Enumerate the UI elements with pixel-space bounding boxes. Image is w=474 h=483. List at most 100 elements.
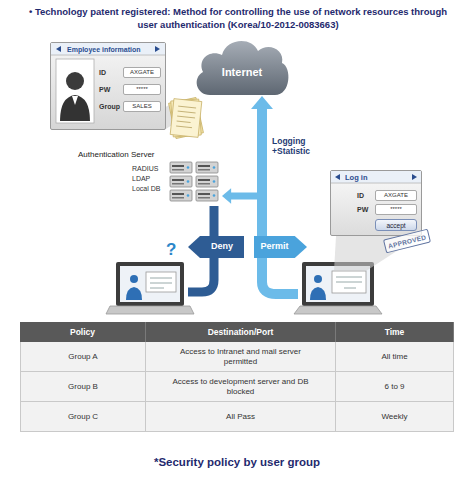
field-value: *****	[375, 204, 417, 215]
drawing-part	[188, 236, 244, 258]
form-field: ID AXGATE	[99, 67, 163, 79]
table-header: Time	[385, 327, 405, 337]
drawing-part	[155, 46, 160, 52]
drawing-part	[106, 306, 194, 314]
drawing-part	[213, 194, 216, 197]
flow-arrow	[222, 188, 262, 236]
deny-flow	[188, 258, 214, 292]
flow-line	[228, 196, 262, 236]
table-header-cell: Destination/Port	[146, 322, 336, 342]
drawing-part	[254, 236, 307, 258]
table-cell-text: All time	[381, 352, 407, 362]
field-value: AXGATE	[375, 190, 417, 201]
table-cell-text: Weekly	[381, 412, 407, 422]
drawing-part	[171, 99, 201, 137]
drawing-part	[150, 278, 172, 288]
table-cell: Access to Intranet and mail server permi…	[146, 342, 336, 372]
field-label: ID	[99, 68, 106, 77]
table-header: Policy	[70, 327, 95, 337]
drawing-part	[213, 180, 216, 183]
drawing-part	[130, 275, 138, 283]
table-header-cell: Policy	[20, 322, 146, 342]
table-cell: All time	[336, 342, 454, 372]
table-cell-text: Group C	[68, 412, 98, 422]
cloud-shape: Internet	[192, 32, 292, 96]
deny-label: Deny	[200, 241, 244, 252]
document-stack	[169, 97, 204, 138]
table-cell-text: Access to Intranet and mail server permi…	[166, 347, 316, 367]
info-card: Employee informationID AXGATE PW ***** Group…	[50, 42, 166, 130]
permit-flow	[262, 258, 298, 294]
drawing-part	[332, 271, 366, 293]
drawing-part	[51, 55, 165, 56]
table-cell: All Pass	[146, 402, 336, 432]
permit-arrow: Permit	[254, 236, 307, 258]
card-header: Employee information	[67, 45, 141, 54]
table-cell: Group C	[20, 402, 146, 432]
table-cell-text: All Pass	[226, 412, 255, 422]
table-cell: Group B	[20, 372, 146, 402]
server-title: Authentication Server	[78, 150, 155, 160]
table-cell-text: Group B	[68, 382, 98, 392]
drawing-part	[51, 43, 165, 55]
table-cell: Weekly	[336, 402, 454, 432]
drawing-part	[331, 171, 421, 183]
drawing-part	[198, 169, 210, 171]
drawing-part	[198, 197, 210, 199]
drawing-part	[336, 277, 362, 288]
drawing-part	[169, 97, 204, 138]
drawing-part	[116, 262, 184, 306]
drawing-part	[170, 162, 192, 173]
server-type: RADIUS	[132, 164, 158, 173]
table-cell: Group A	[20, 342, 146, 372]
deny-arrow: Deny	[188, 236, 244, 258]
drawing-part	[335, 174, 340, 180]
table-cell-text: 6 to 9	[384, 382, 404, 392]
question-mark: ?	[166, 240, 176, 260]
drawing-part	[72, 96, 78, 105]
server-type: LDAP	[132, 174, 150, 183]
server-type: Local DB	[132, 184, 160, 193]
drawing-part	[66, 72, 84, 90]
drawing-part	[213, 166, 216, 169]
table-cell-text: Access to development server and DB bloc…	[166, 377, 316, 397]
drawing-part	[187, 180, 190, 183]
table-cell: 6 to 9	[336, 372, 454, 402]
drawing-part	[126, 287, 142, 300]
drawing-part	[196, 190, 218, 201]
drawing-part	[170, 190, 192, 201]
permit-label: Permit	[254, 241, 295, 252]
flow-line	[210, 206, 219, 236]
server-group: Authentication ServerRADIUSLDAPLocal DB	[76, 148, 222, 206]
drawing-part	[172, 197, 184, 199]
drawing-part	[198, 165, 210, 167]
field-label: PW	[99, 85, 110, 94]
form-field: GroupSALES	[99, 101, 163, 113]
policy-table: Policy Destination/Port TimeGroup A Access …	[20, 322, 454, 432]
field-value: *****	[123, 84, 161, 95]
drawing-part	[56, 59, 94, 123]
title: • Technology patent registered: Method f…	[22, 5, 454, 31]
drawing-part	[187, 194, 190, 197]
drawing-part	[56, 46, 61, 52]
form-field: IDAXGATE	[357, 190, 419, 202]
login-window: Log inIDAXGATEPW*****accept	[330, 170, 422, 236]
drawing-part	[306, 266, 370, 302]
drawing-part	[146, 272, 176, 292]
arrow-head	[222, 188, 231, 203]
button: accept	[375, 219, 417, 231]
field-value: AXGATE	[123, 67, 161, 78]
drawing-part	[172, 179, 184, 181]
cloud-outline	[192, 32, 292, 96]
button-label: accept	[376, 221, 416, 230]
drawing-part	[172, 165, 184, 167]
field-value: SALES	[123, 101, 161, 112]
table-cell-text: Group A	[68, 352, 97, 362]
drawing-part	[172, 169, 184, 171]
drawing-part	[198, 193, 210, 195]
drawing-part	[60, 95, 90, 121]
drawing-part	[331, 183, 421, 184]
drawing-part	[187, 166, 190, 169]
drawing-part	[196, 176, 218, 187]
